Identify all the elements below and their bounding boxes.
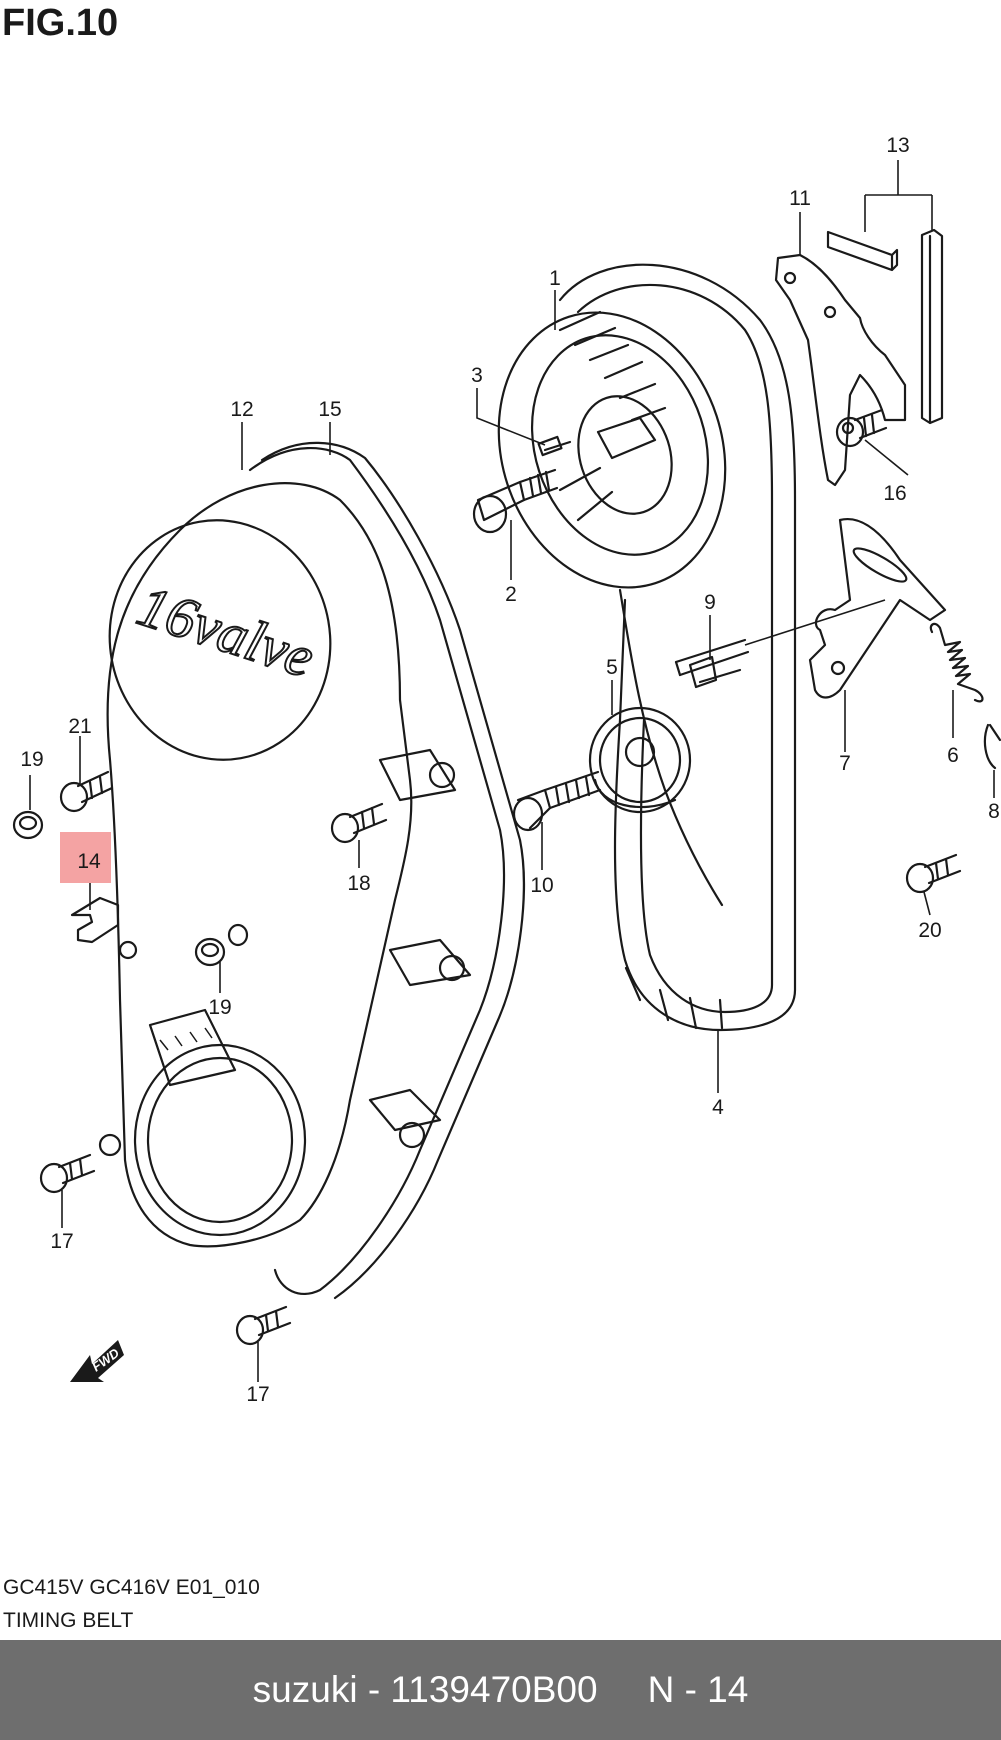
clip-drawing	[70, 896, 120, 944]
callout-5[interactable]: 5	[606, 656, 618, 679]
callouts: 1 2 3 4 5 6 7 8 9 10 11 12 13 14 15 16 1…	[20, 134, 1000, 1406]
parts-diagram: 16valve	[12, 134, 1001, 1406]
leader-lines	[29, 160, 995, 1382]
callout-4[interactable]: 4	[712, 1096, 724, 1119]
tensioner-stud-drawing	[674, 599, 886, 689]
tensioner-plate-drawing	[808, 517, 947, 699]
callout-1[interactable]: 1	[549, 267, 561, 290]
callout-17a[interactable]: 17	[50, 1230, 73, 1253]
part-8-drawing	[983, 723, 1001, 770]
callout-15[interactable]: 15	[318, 398, 341, 421]
camshaft-pulley-drawing	[497, 310, 727, 589]
callout-3[interactable]: 3	[471, 364, 483, 387]
key-drawing	[826, 228, 944, 425]
callout-10[interactable]: 10	[530, 874, 553, 897]
callout-20[interactable]: 20	[918, 919, 941, 942]
callout-6[interactable]: 6	[947, 744, 959, 767]
timing-cover-inner-drawing: 16valve	[98, 482, 413, 1248]
bracket-bolt-drawing	[835, 408, 888, 448]
callout-14[interactable]: 14	[77, 850, 101, 873]
callout-11[interactable]: 11	[789, 187, 811, 210]
callout-17b[interactable]: 17	[246, 1383, 269, 1406]
brand-part-number: suzuki - 1139470B00	[252, 1669, 598, 1710]
callout-19b[interactable]: 19	[208, 996, 231, 1019]
callout-16[interactable]: 16	[883, 482, 906, 505]
figure-title: FIG.10	[2, 2, 119, 44]
tensioner-pulley-drawing	[588, 706, 692, 814]
timing-belt-drawing	[558, 263, 797, 1032]
tensioner-spring-drawing	[929, 622, 984, 703]
tensioner-bolt-drawing	[512, 770, 602, 832]
callout-9[interactable]: 9	[704, 591, 716, 614]
timing-cover-outer-drawing	[248, 441, 525, 1300]
model-code: GC415V GC416V E01_010	[3, 1576, 260, 1599]
callout-2[interactable]: 2	[505, 583, 517, 606]
cover-lettering: 16valve	[130, 573, 322, 691]
pulley-bolt-drawing	[472, 468, 559, 534]
callout-8[interactable]: 8	[988, 800, 1000, 823]
callout-12[interactable]: 12	[230, 398, 253, 421]
reference-number: N - 14	[647, 1669, 749, 1710]
highlight-box	[60, 832, 111, 883]
callout-21[interactable]: 21	[68, 715, 91, 738]
fwd-arrow: FWD	[70, 1340, 124, 1382]
callout-7[interactable]: 7	[839, 752, 851, 775]
callout-18[interactable]: 18	[347, 872, 370, 895]
small-bolt-drawings	[39, 770, 962, 1346]
callout-19a[interactable]: 19	[20, 748, 43, 771]
nut-drawing	[12, 810, 249, 967]
footer-bar: suzuki - 1139470B00 N - 14	[0, 1640, 1001, 1740]
bracket-drawing	[774, 253, 907, 487]
section-name: TIMING BELT	[3, 1609, 134, 1632]
callout-13[interactable]: 13	[886, 134, 909, 157]
